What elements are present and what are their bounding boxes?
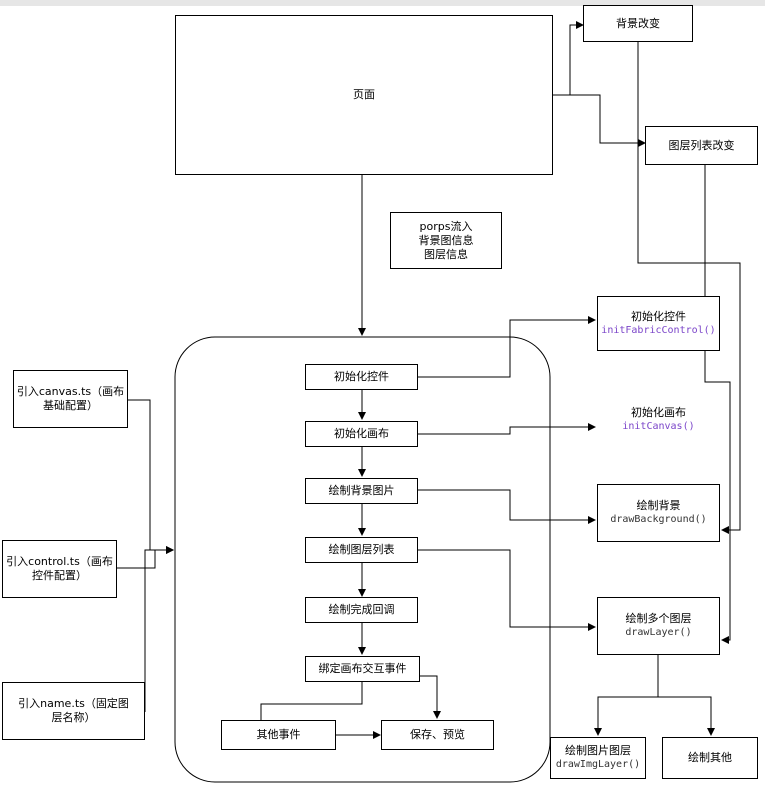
process-container	[174, 336, 551, 783]
flow-draw-bg-image-label: 绘制背景图片	[328, 484, 395, 497]
flow-init-canvas-label: 初始化画布	[334, 427, 389, 440]
arrow-page-to-bg-change	[553, 21, 584, 96]
func-draw-other: 绘制其他	[662, 737, 758, 779]
flow-draw-layer-list: 绘制图层列表	[305, 537, 418, 563]
func-init-fabric-control-code: initFabricControl()	[601, 324, 716, 336]
flow-init-control: 初始化控件	[305, 364, 418, 390]
props-note: porps流入 背景图信息 图层信息	[390, 212, 502, 269]
import-canvas-line-1: 引入canvas.ts（画布	[16, 385, 125, 398]
arrow-bg-change-to-draw-bg	[637, 42, 741, 534]
func-draw-layer: 绘制多个图层 drawLayer()	[597, 597, 720, 655]
flow-other-events-label: 其他事件	[256, 728, 301, 741]
func-draw-layer-label: 绘制多个图层	[625, 612, 692, 625]
import-canvas-box: 引入canvas.ts（画布 基础配置）	[13, 370, 128, 428]
arrow-to-draw-layer	[418, 549, 596, 631]
flow-other-events: 其他事件	[221, 720, 336, 750]
arrow-bind-to-save	[420, 675, 441, 719]
func-init-fabric-control-label: 初始化控件	[631, 309, 686, 323]
flow-draw-layer-list-label: 绘制图层列表	[328, 543, 395, 556]
flow-save-preview: 保存、预览	[381, 720, 494, 750]
arrow-to-draw-other	[658, 696, 715, 736]
func-init-canvas-code: initCanvas()	[622, 421, 695, 432]
func-draw-other-label: 绘制其他	[688, 751, 732, 764]
func-draw-background-label: 绘制背景	[636, 499, 681, 512]
arrow-to-draw-img-layer	[594, 655, 659, 736]
arrow-bind-to-other	[260, 680, 363, 720]
flow-draw-done-callback-label: 绘制完成回调	[328, 603, 395, 616]
func-draw-layer-code: drawLayer()	[625, 627, 692, 638]
props-note-line-2: 背景图信息	[418, 233, 474, 247]
import-name-box: 引入name.ts（固定图 层名称）	[2, 682, 145, 740]
func-init-canvas-label: 初始化画布	[631, 406, 686, 419]
import-name-line-2: 层名称）	[51, 711, 96, 724]
arrow-to-draw-background	[418, 489, 596, 524]
import-control-line-1: 引入control.ts（画布	[6, 555, 113, 568]
flow-draw-done-callback: 绘制完成回调	[305, 597, 418, 623]
import-name-line-1: 引入name.ts（固定图	[18, 697, 129, 710]
func-draw-img-layer-label: 绘制图片图层	[565, 744, 631, 757]
page-box-label: 页面	[353, 88, 375, 101]
arrow-to-init-fabric-control	[418, 316, 596, 378]
arrow-import-canvas	[128, 399, 174, 554]
import-control-line-2: 控件配置）	[32, 569, 87, 582]
flow-bind-events: 绑定画布交互事件	[305, 656, 420, 682]
flow-init-canvas: 初始化画布	[305, 421, 418, 447]
func-draw-img-layer-code: drawImgLayer()	[555, 759, 641, 770]
props-note-line-3: 图层信息	[424, 247, 468, 261]
arrow-to-init-canvas	[418, 423, 596, 435]
bg-change-label: 背景改变	[616, 16, 660, 30]
arrow-page-to-layer-change	[553, 94, 646, 147]
props-note-line-1: porps流入	[419, 219, 473, 233]
import-control-box: 引入control.ts（画布 控件配置）	[2, 540, 117, 598]
layer-list-change-label: 图层列表改变	[668, 138, 735, 152]
import-canvas-line-2: 基础配置）	[43, 399, 98, 412]
func-init-canvas: 初始化画布 initCanvas()	[597, 390, 720, 450]
func-draw-background: 绘制背景 drawBackground()	[597, 484, 720, 542]
func-init-fabric-control: 初始化控件 initFabricControl()	[597, 296, 720, 351]
func-draw-background-code: drawBackground()	[610, 514, 707, 525]
top-bar	[0, 0, 765, 6]
bg-change-box: 背景改变	[583, 5, 693, 42]
flow-draw-bg-image: 绘制背景图片	[305, 478, 418, 504]
flow-save-preview-label: 保存、预览	[410, 728, 465, 741]
arrow-import-name	[144, 549, 173, 712]
func-draw-img-layer: 绘制图片图层 drawImgLayer()	[550, 737, 646, 779]
page-box: 页面	[175, 15, 553, 175]
flow-init-control-label: 初始化控件	[334, 370, 389, 383]
layer-list-change-box: 图层列表改变	[645, 126, 758, 165]
flow-bind-events-label: 绑定画布交互事件	[318, 662, 407, 675]
